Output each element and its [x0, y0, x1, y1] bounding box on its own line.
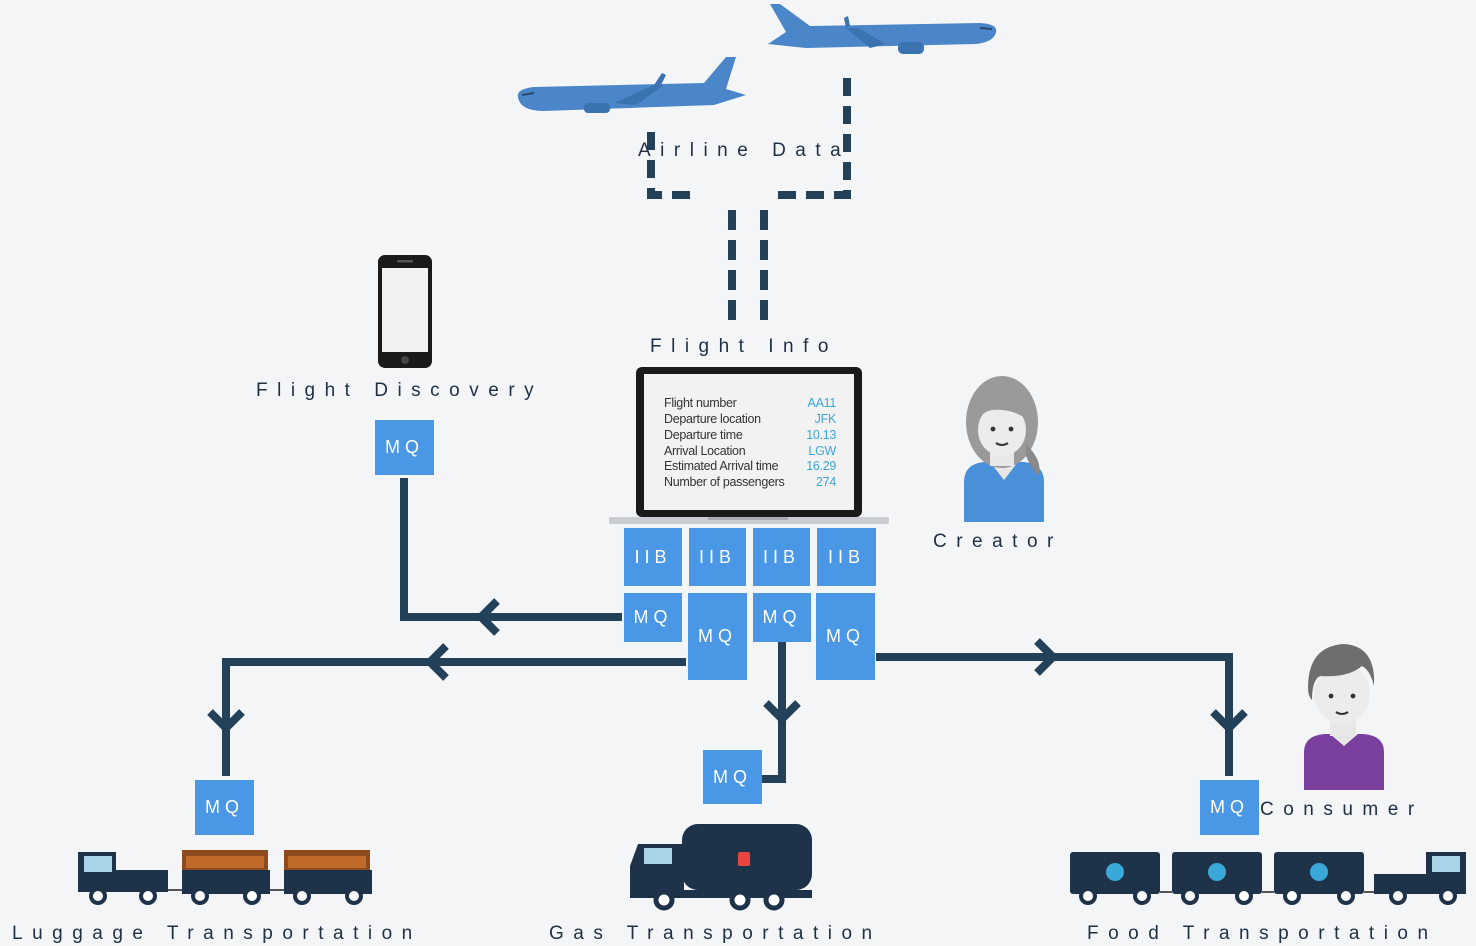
screen-value-departure-time: 10.13 [806, 428, 836, 442]
mq-box-food: MQ [1200, 780, 1259, 835]
laptop-icon [609, 367, 889, 524]
iib-box-3: IIB [753, 528, 810, 586]
screen-value-departure-location: JFK [814, 412, 837, 426]
iib-box-4: IIB [817, 528, 876, 586]
consumer-label: Consumer [1260, 799, 1424, 820]
arrow-luggage-h [424, 643, 449, 681]
airline-data-label: Airline Data [638, 140, 851, 161]
arrow-food-h [1034, 638, 1059, 676]
screen-label-departure-location: Departure location [664, 412, 761, 426]
airplane-icon [768, 4, 997, 54]
screen-label-departure-time: Departure time [664, 428, 743, 442]
screen-label-passengers: Number of passengers [664, 475, 785, 489]
luggage-truck-icon [78, 850, 372, 905]
food-truck-icon [1070, 852, 1466, 905]
screen-label-flight-number: Flight number [664, 396, 737, 410]
mq-box-1: MQ [624, 593, 682, 642]
mq-box-gas: MQ [703, 750, 762, 804]
mq-box-3: MQ [753, 593, 811, 642]
screen-value-passengers: 274 [816, 475, 836, 489]
gas-transportation-label: Gas Transportation [549, 923, 882, 944]
screen-label-estimated-arrival: Estimated Arrival time [664, 459, 779, 473]
iib-box-2: IIB [689, 528, 746, 586]
mq-box-4: MQ [816, 593, 875, 680]
screen-value-flight-number: AA11 [807, 396, 837, 410]
dashed-feed-left [647, 132, 700, 199]
arrow-discovery [475, 598, 500, 636]
gas-truck-icon [630, 824, 812, 911]
airplane-icon [517, 57, 746, 113]
flight-info-label: Flight Info [650, 336, 838, 357]
consumer-avatar [1304, 644, 1384, 790]
arrow-food-v [1210, 709, 1248, 734]
line-gas [762, 641, 786, 783]
iib-box-1: IIB [624, 528, 682, 586]
screen-value-arrival-location: LGW [808, 444, 836, 458]
screen-value-estimated-arrival: 16.29 [806, 459, 836, 473]
mq-box-2: MQ [688, 593, 747, 680]
creator-label: Creator [933, 531, 1063, 552]
arrow-gas [763, 700, 801, 725]
food-transportation-label: Food Transportation [1087, 923, 1438, 944]
luggage-transportation-label: Luggage Transportation [12, 923, 422, 944]
line-discovery [400, 478, 622, 621]
dashed-feed-right [768, 78, 851, 199]
screen-label-arrival-location: Arrival Location [664, 444, 746, 458]
mq-box-luggage: MQ [195, 780, 254, 835]
phone-icon [378, 255, 432, 368]
arrow-luggage-v [207, 709, 245, 734]
line-food [876, 653, 1233, 776]
creator-avatar [964, 376, 1044, 522]
mq-box-discovery: MQ [375, 420, 434, 475]
flight-discovery-label: Flight Discovery [256, 380, 544, 401]
line-luggage [222, 658, 686, 776]
